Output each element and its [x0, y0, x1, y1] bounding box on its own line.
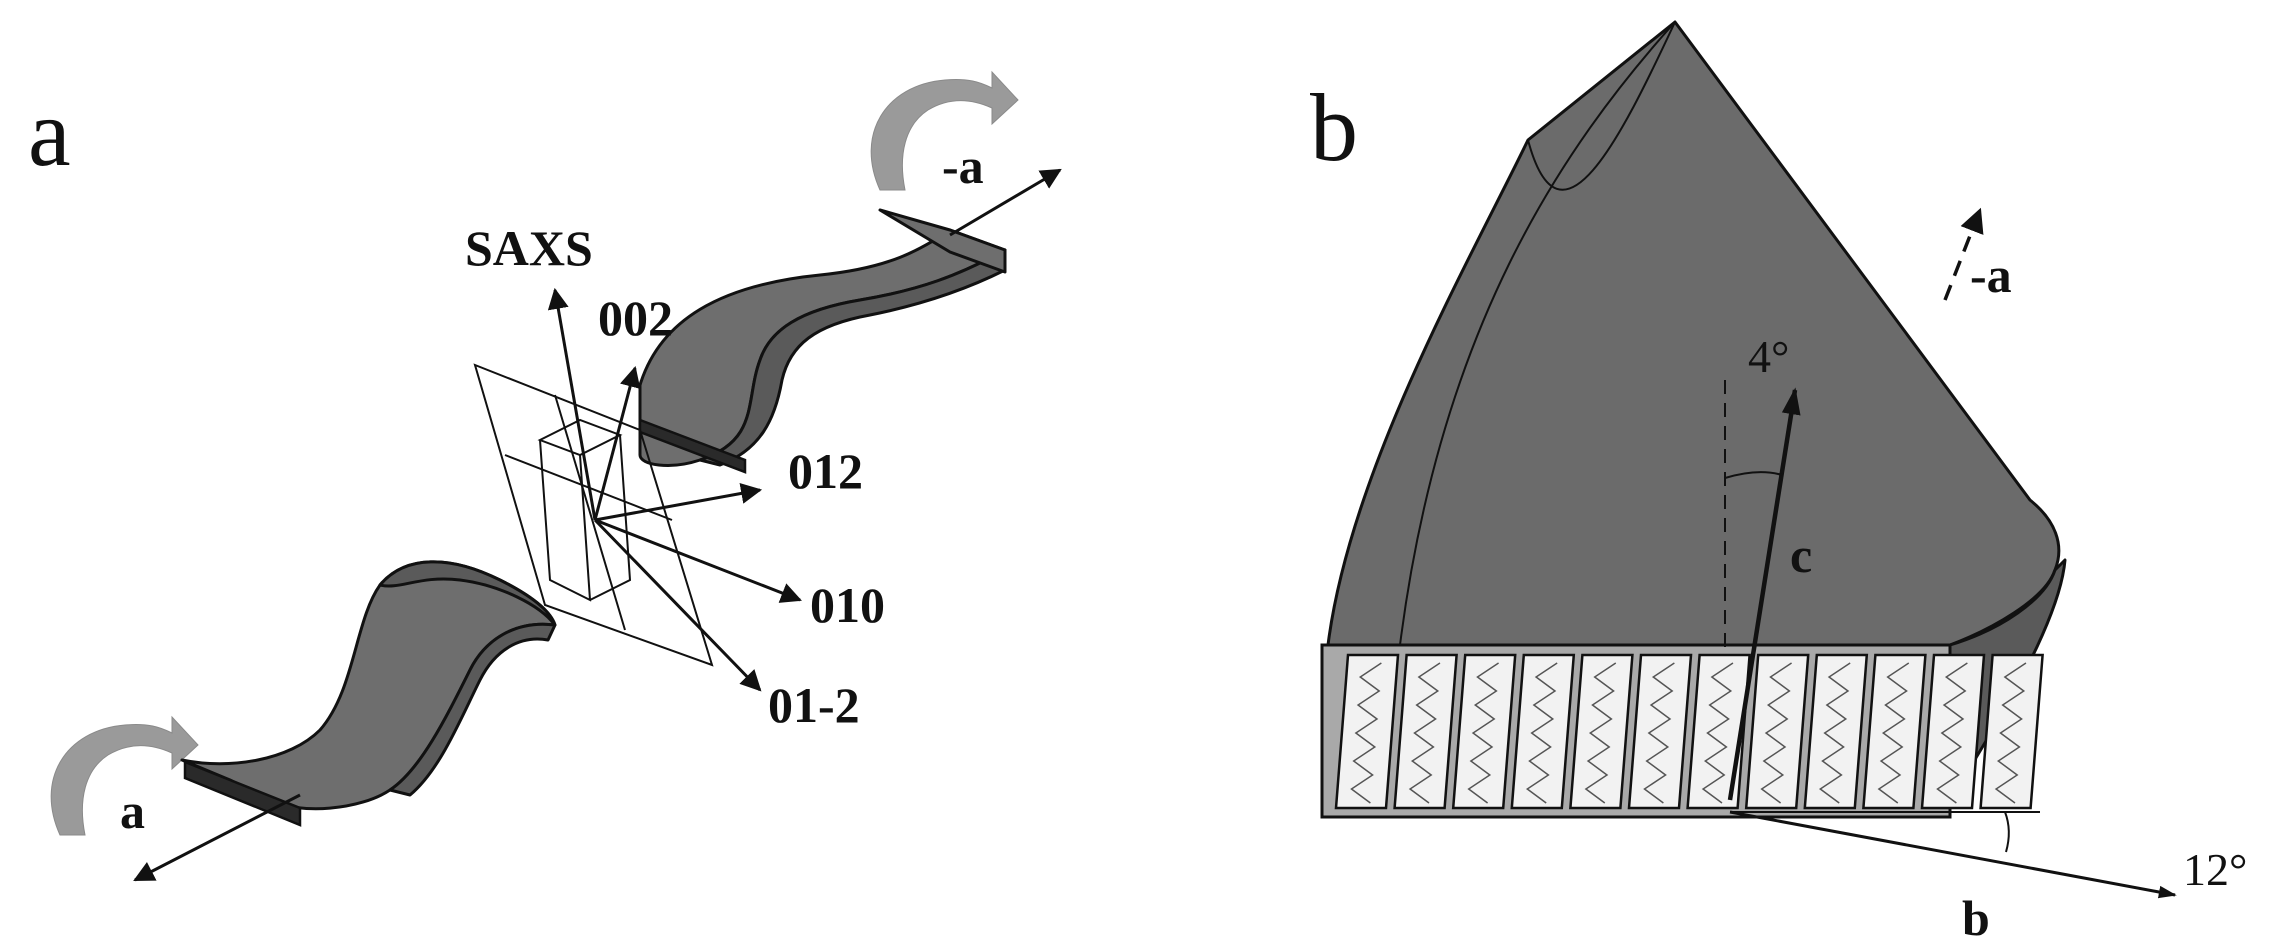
label-angle-4: 4° [1748, 331, 1789, 382]
lamella-chain-texture [1584, 662, 1617, 804]
lamella-chain-texture [1936, 662, 1968, 804]
label-axis-a: a [120, 783, 145, 839]
lamella-chain-texture [1525, 662, 1558, 804]
lamella-slab [1744, 653, 1810, 810]
lamella-chain-texture [1994, 662, 2027, 804]
angle-arc-c [1724, 471, 1783, 479]
lamella-chain-texture [1643, 662, 1675, 804]
lamella-slab [1334, 653, 1400, 810]
crystal-body [1326, 20, 2061, 647]
label-01-2: 01-2 [768, 677, 860, 733]
label-b-axis-minus-a: -a [1970, 247, 2012, 303]
lamella-slab [1803, 653, 1869, 810]
crystal-box [537, 418, 632, 602]
lamella-slab [1393, 653, 1458, 810]
plane-line-vertical [554, 394, 626, 631]
label-axis-c: c [1790, 527, 1812, 583]
lamella-slabs [1334, 653, 2044, 810]
panel-b: b -a 4° c 12° b [1310, 20, 2247, 946]
label-010: 010 [810, 577, 885, 633]
lamella-slab [1979, 653, 2044, 810]
ribbon-upper [638, 208, 1007, 474]
label-002: 002 [598, 290, 673, 346]
label-axis-b: b [1962, 890, 1990, 946]
crystal-curved-edge [1399, 21, 1676, 646]
panel-b-letter: b [1310, 74, 1358, 181]
reflection-010-arrow [594, 518, 802, 603]
lamella-chain-texture [1350, 662, 1382, 804]
saxs-arrow [547, 287, 597, 521]
label-angle-12: 12° [2183, 844, 2247, 895]
panel-a-letter: a [28, 79, 71, 186]
label-saxs: SAXS [465, 220, 593, 276]
lamella-slab [1627, 653, 1693, 810]
lamella-slab [1569, 653, 1634, 810]
axis-minus-a-dashed-arrow [1943, 207, 1984, 301]
axis-minus-a-arrow [949, 168, 1062, 237]
lamella-chain-texture [1701, 662, 1734, 804]
reflection-01m2-arrow [593, 518, 762, 692]
label-axis-minus-a: -a [942, 138, 984, 194]
lamella-chain-texture [1760, 662, 1792, 804]
crystal-top-edge [1527, 21, 1676, 191]
axis-a-arrow [133, 793, 301, 882]
lamella-chain-texture [1467, 662, 1499, 804]
lamella-chain-texture [1818, 662, 1851, 804]
lamella-slab [1451, 653, 1517, 810]
lamella-slab [1862, 653, 1927, 810]
axis-c-arrow [1727, 387, 1801, 801]
lamella-slab [1920, 653, 1986, 810]
lamella-chain-texture [1877, 662, 1910, 804]
reflection-012-arrow [594, 483, 763, 522]
lamella-chain-texture [1408, 662, 1441, 804]
rotation-arrow-icon-top [870, 70, 1019, 191]
panel-a: a [28, 70, 1062, 882]
axis-b-arrow [1729, 810, 2177, 899]
angle-arc-b [2004, 811, 2010, 853]
lamella-slab [1510, 653, 1576, 810]
label-012: 012 [788, 443, 863, 499]
reflection-002-arrow [593, 365, 641, 521]
rotation-arrow-icon-bottom [50, 715, 199, 836]
ribbon-lower [180, 560, 557, 827]
